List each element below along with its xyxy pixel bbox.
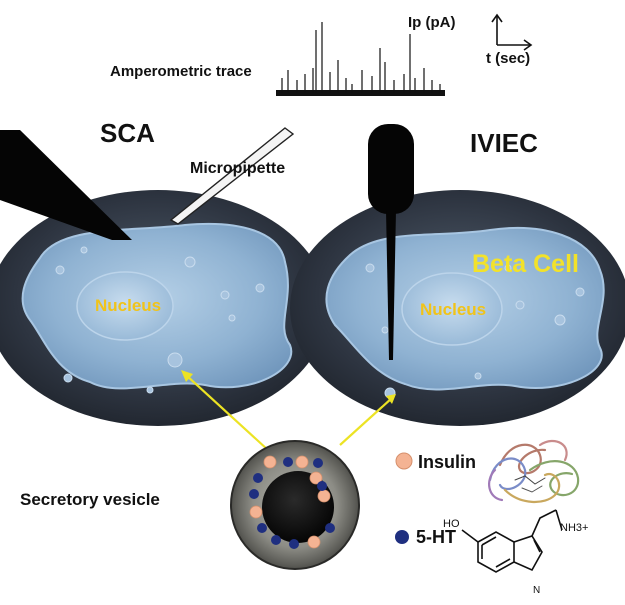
insulin-granule (307, 535, 321, 549)
insulin-granule (295, 455, 309, 469)
insulin-dot-icon (395, 452, 413, 470)
insulin-granule (263, 455, 277, 469)
insulin-protein-icon (488, 439, 580, 503)
serotonin-granule (317, 481, 327, 491)
secretory-vesicle-label: Secretory vesicle (20, 490, 160, 509)
sca-label: SCA (100, 118, 155, 148)
micropipette-icon (169, 127, 295, 225)
nucleus-left-label: Nucleus (95, 296, 162, 315)
nh3-label: NH3+ (560, 522, 589, 534)
serotonin-granule (249, 489, 259, 499)
insulin-label: Insulin (418, 452, 476, 472)
iviec-label: IVIEC (470, 128, 538, 158)
secretory-vesicle-icon (230, 440, 360, 570)
insulin-granule (309, 471, 323, 485)
serotonin-granule (325, 523, 335, 533)
axes-icon (491, 13, 533, 51)
insulin-granule (317, 489, 331, 503)
amperometric-trace (276, 22, 445, 96)
electrode-icon (0, 130, 132, 240)
n-label: N (533, 585, 541, 596)
arrow-right (339, 394, 396, 446)
serotonin-granule (271, 535, 281, 545)
micropipette-label: Micropipette (190, 160, 286, 177)
ho-label: HO (443, 518, 460, 530)
ip-axis-label: Ip (pA) (408, 14, 456, 31)
insulin-granule (249, 505, 263, 519)
serotonin-granule (257, 523, 267, 533)
amperometric-trace-label: Amperometric trace (110, 63, 252, 80)
nucleus-right (401, 272, 503, 346)
iviec-electrode-icon (368, 124, 414, 360)
serotonin-granule (313, 458, 323, 468)
beta-cell-label: Beta Cell (472, 250, 579, 278)
serotonin-granule (289, 539, 299, 549)
cell-vesicles (55, 246, 585, 399)
serotonin-granule (253, 473, 263, 483)
serotonin-dot-icon (395, 530, 409, 544)
nucleus-left (76, 271, 174, 341)
serotonin-structure-icon (461, 509, 563, 573)
serotonin-label: 5-HT (416, 527, 456, 547)
nucleus-right-label: Nucleus (420, 300, 487, 319)
arrow-left (181, 370, 269, 451)
t-axis-label: t (sec) (486, 50, 531, 67)
serotonin-granule (283, 457, 293, 467)
